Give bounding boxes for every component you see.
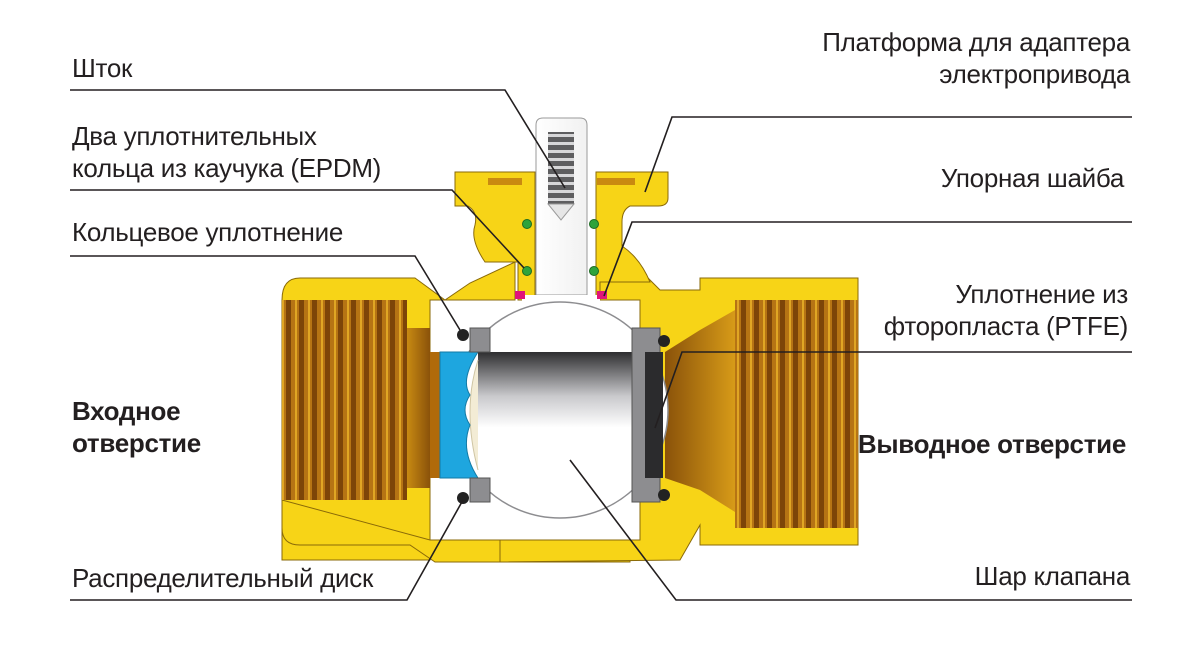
seat-o-rings <box>457 329 670 504</box>
distributor-disc <box>439 351 479 479</box>
label-valve-ball: Шар клапана <box>974 560 1131 592</box>
leader-ptfe <box>654 351 1132 429</box>
outlet-thread <box>665 300 858 528</box>
label-line: Два уплотнительных <box>72 121 317 151</box>
leader-disc <box>70 499 464 601</box>
label-line: электропривода <box>939 59 1130 89</box>
label-inlet: Входное отверстие <box>72 395 201 459</box>
leader-o-ring <box>70 255 461 331</box>
leader-thrust-washer <box>603 221 1132 297</box>
label-line: Выводное отверстие <box>857 429 1126 459</box>
ptfe-seats <box>469 327 663 503</box>
label-line: Шар клапана <box>974 561 1131 591</box>
label-distributor-disc: Распределительный диск <box>72 562 373 594</box>
label-thrust-washer: Упорная шайба <box>941 162 1124 194</box>
label-actuator-platform: Платформа для адаптера электропривода <box>822 26 1130 90</box>
epdm-rings <box>522 219 599 276</box>
label-line: Входное <box>72 396 181 426</box>
leader-epdm <box>70 189 525 269</box>
label-line: Платформа для адаптера <box>822 27 1130 57</box>
label-line: Уплотнение из <box>955 279 1128 309</box>
label-ptfe-seal: Уплотнение из фторопласта (PTFE) <box>883 278 1129 342</box>
leader-platform <box>644 116 1132 193</box>
label-stem: Шток <box>72 52 132 84</box>
label-line: Распределительный диск <box>72 563 374 593</box>
label-line: кольца из каучука (EPDM) <box>72 153 382 183</box>
flange-recess-left <box>488 178 522 185</box>
ptfe-stem-seals <box>515 291 607 299</box>
leader-lines <box>70 89 1132 601</box>
label-line: Шток <box>72 53 133 83</box>
body-neck-right <box>595 171 669 301</box>
valve-ball <box>451 301 669 519</box>
label-line: отверстие <box>72 428 201 458</box>
label-line: Кольцевое уплотнение <box>72 217 343 247</box>
inlet-thread <box>282 300 470 500</box>
leader-ball <box>569 459 1132 601</box>
label-line: Упорная шайба <box>940 163 1124 193</box>
label-two-epdm-rings: Два уплотнительных кольца из каучука (EP… <box>72 120 381 184</box>
leader-stem <box>70 89 566 189</box>
flange-recess-right <box>597 178 635 185</box>
label-outlet: Выводное отверстие <box>858 428 1126 460</box>
label-o-ring: Кольцевое уплотнение <box>72 216 343 248</box>
label-line: фторопласта (PTFE) <box>883 311 1129 341</box>
